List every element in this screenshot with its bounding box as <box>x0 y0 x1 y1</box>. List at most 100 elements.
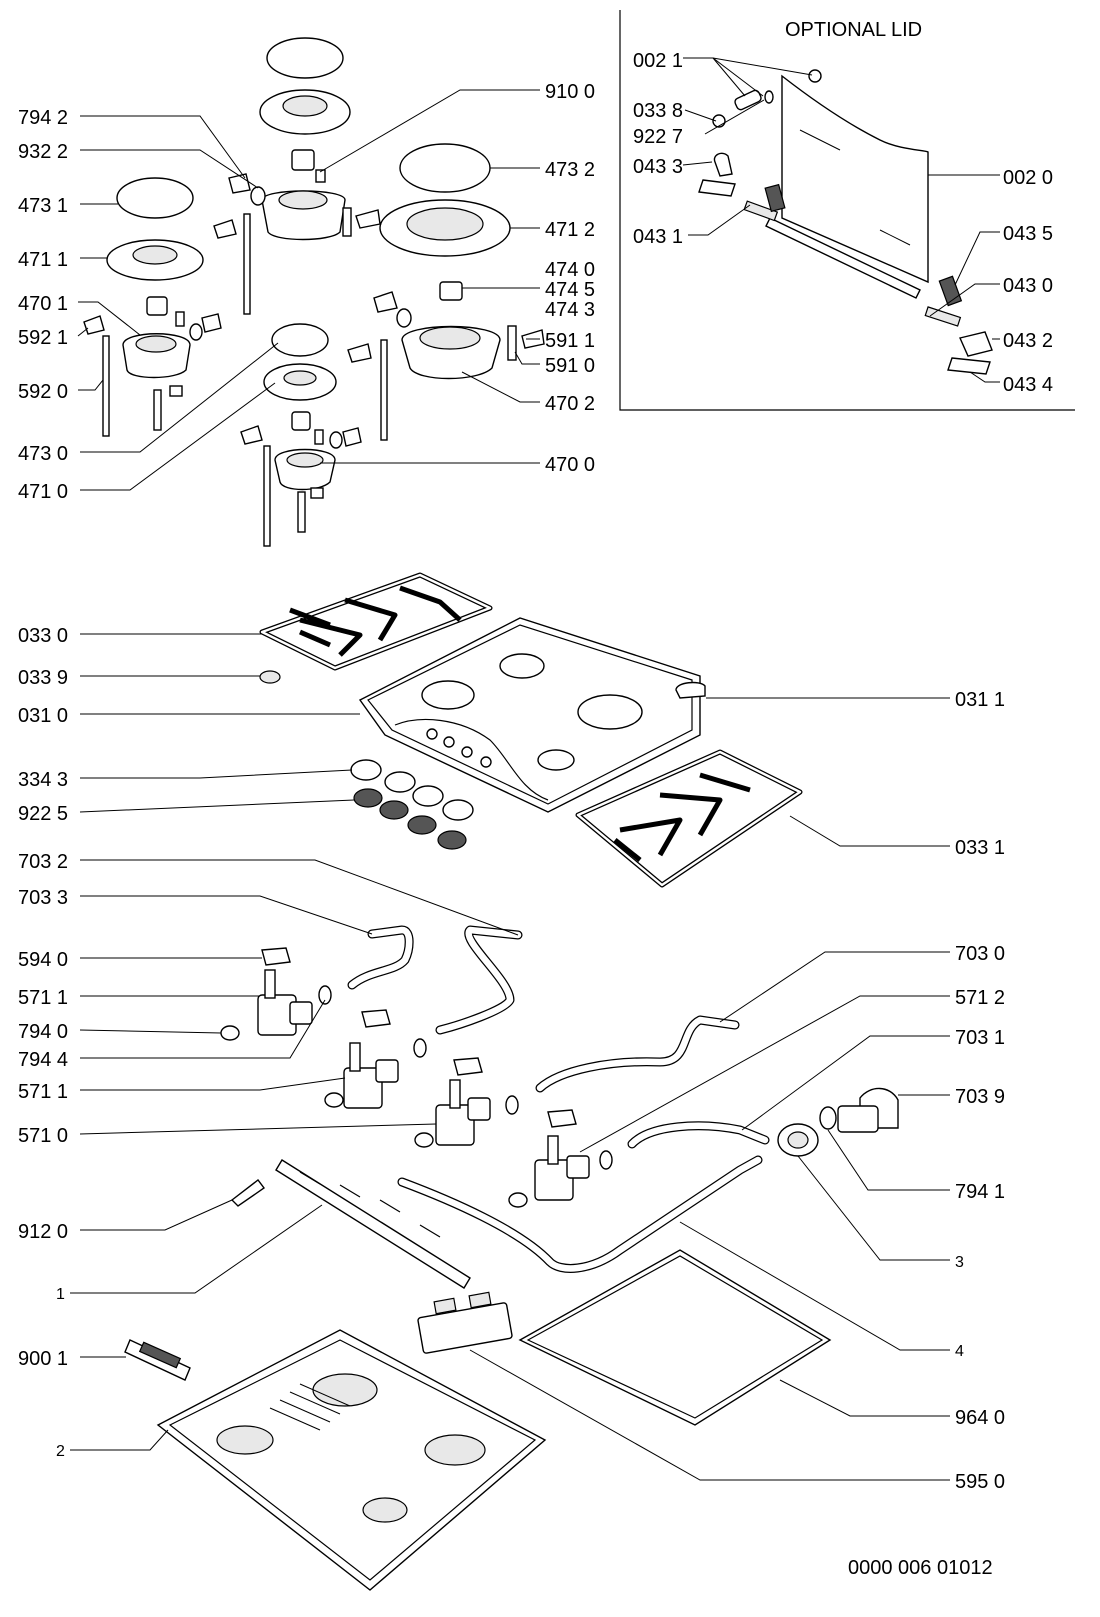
callout-031-1: 031 1 <box>955 689 1005 711</box>
base-group: 912 0 1 4 900 1 2 964 0 595 0 <box>18 1159 1005 1591</box>
burners-group: 794 2 932 2 473 1 471 1 470 1 592 1 592 … <box>18 37 595 547</box>
injector-icon <box>291 149 315 171</box>
callout-471-1: 471 1 <box>18 249 68 271</box>
hob-top-plate-icon <box>358 617 701 813</box>
union-nut-inner <box>787 1131 809 1149</box>
injector-icon <box>439 281 463 301</box>
callout-471-0: 471 0 <box>18 481 68 503</box>
hinge-plate-icon <box>947 357 991 375</box>
callout-470-1: 470 1 <box>18 293 68 315</box>
spring-icon <box>924 306 962 327</box>
document-number: 0000 006 01012 <box>848 1557 993 1579</box>
callout-592-0: 592 0 <box>18 381 68 403</box>
knob-hole-icon <box>461 746 473 758</box>
thermocouple-icon <box>102 335 110 437</box>
bracket-icon <box>347 343 372 363</box>
callout-043-3: 043 3 <box>633 156 683 178</box>
electrode-icon <box>153 389 162 431</box>
washer-icon <box>764 90 774 104</box>
callout-922-5: 922 5 <box>18 803 68 825</box>
callout-473-2: 473 2 <box>545 159 595 181</box>
elbow-thread-icon <box>837 1105 879 1133</box>
gasket-icon <box>518 1249 832 1426</box>
hinge-bracket-icon <box>713 152 733 177</box>
gas-pipe-icon <box>347 925 414 990</box>
burner-base-inner <box>278 190 328 210</box>
ignition-module-terminal <box>433 1297 457 1315</box>
tray-recess-icon <box>216 1425 274 1455</box>
callout-471-2: 471 2 <box>545 219 595 241</box>
callout-964-0: 964 0 <box>955 1407 1005 1429</box>
gas-pipe-icon <box>627 1121 770 1149</box>
callout-033-9: 033 9 <box>18 667 68 689</box>
callout-794-2: 794 2 <box>18 107 68 129</box>
burner-base-inner <box>135 335 177 353</box>
electrode-icon <box>297 491 306 533</box>
callout-043-4: 043 4 <box>1003 374 1053 396</box>
lid-glass-icon <box>781 74 929 284</box>
callout-474-0: 474 0 <box>545 259 595 281</box>
callout-4: 4 <box>955 1343 964 1360</box>
hinge-cover-icon <box>959 331 993 357</box>
burner-base-inner <box>286 452 324 468</box>
bracket-icon <box>240 425 263 445</box>
seal-ring-icon <box>329 431 343 449</box>
callout-571-0: 571 0 <box>18 1125 68 1147</box>
tray-recess-icon <box>424 1434 486 1466</box>
connector-icon <box>169 385 183 397</box>
callout-334-3: 334 3 <box>18 769 68 791</box>
callout-1: 1 <box>56 1286 65 1303</box>
callout-3: 3 <box>955 1254 964 1271</box>
seal-ring-icon <box>396 308 412 328</box>
callout-043-5: 043 5 <box>1003 223 1053 245</box>
callout-033-1: 033 1 <box>955 837 1005 859</box>
knob-hole-icon <box>480 756 492 768</box>
callout-474-5: 474 5 <box>545 279 595 301</box>
callout-002-0: 002 0 <box>1003 167 1053 189</box>
spring-dark-icon <box>764 183 786 213</box>
clip-slot <box>138 1341 182 1369</box>
burner-cap-icon <box>266 37 344 79</box>
gas-valves-group: 703 2 703 3 594 0 571 1 794 0 794 4 571 … <box>18 851 1005 1273</box>
callout-912-0: 912 0 <box>18 1221 68 1243</box>
burner-cap-icon <box>271 323 329 357</box>
callout-043-1: 043 1 <box>633 226 683 248</box>
clip-icon <box>373 291 398 313</box>
seal-ring-icon <box>189 323 203 341</box>
injector-icon <box>146 296 168 316</box>
bracket-icon <box>83 315 105 335</box>
callout-473-0: 473 0 <box>18 443 68 465</box>
callout-703-9: 703 9 <box>955 1086 1005 1108</box>
callout-571-1-b: 571 1 <box>18 1081 68 1103</box>
electrode-icon <box>507 325 517 361</box>
cap-plug-icon <box>675 681 706 699</box>
knob-hole-icon <box>426 728 438 740</box>
thermocouple-icon <box>263 445 271 547</box>
callout-794-0: 794 0 <box>18 1021 68 1043</box>
rubber-foot-icon <box>259 670 281 684</box>
washer-icon <box>819 1106 837 1130</box>
callout-473-1: 473 1 <box>18 195 68 217</box>
bracket-icon <box>355 209 381 229</box>
tray-recess-icon <box>312 1373 378 1407</box>
control-panel-bar-icon <box>275 1159 471 1289</box>
ignition-module-icon <box>417 1302 513 1354</box>
thermocouple-icon <box>243 213 251 315</box>
clip-icon <box>342 427 362 447</box>
connector-icon <box>310 487 324 499</box>
injector-icon <box>291 411 311 431</box>
callout-474-3: 474 3 <box>545 299 595 321</box>
ignition-module-terminal <box>468 1291 492 1309</box>
screw-icon <box>315 169 326 183</box>
hob-top-group: 033 0 033 9 031 0 031 1 334 3 922 5 033 … <box>18 572 1005 888</box>
gas-pipe-icon <box>435 925 523 1035</box>
pan-support-grate-icon <box>575 749 803 888</box>
panel-title: OPTIONAL LID <box>785 19 922 41</box>
callout-033-0: 033 0 <box>18 625 68 647</box>
callout-932-2: 932 2 <box>18 141 68 163</box>
callout-922-7: 922 7 <box>633 126 683 148</box>
burner-head-inner <box>282 95 328 117</box>
pan-support-grate-icon <box>259 572 493 671</box>
callout-591-0: 591 0 <box>545 355 595 377</box>
callout-002-1: 002 1 <box>633 50 683 72</box>
